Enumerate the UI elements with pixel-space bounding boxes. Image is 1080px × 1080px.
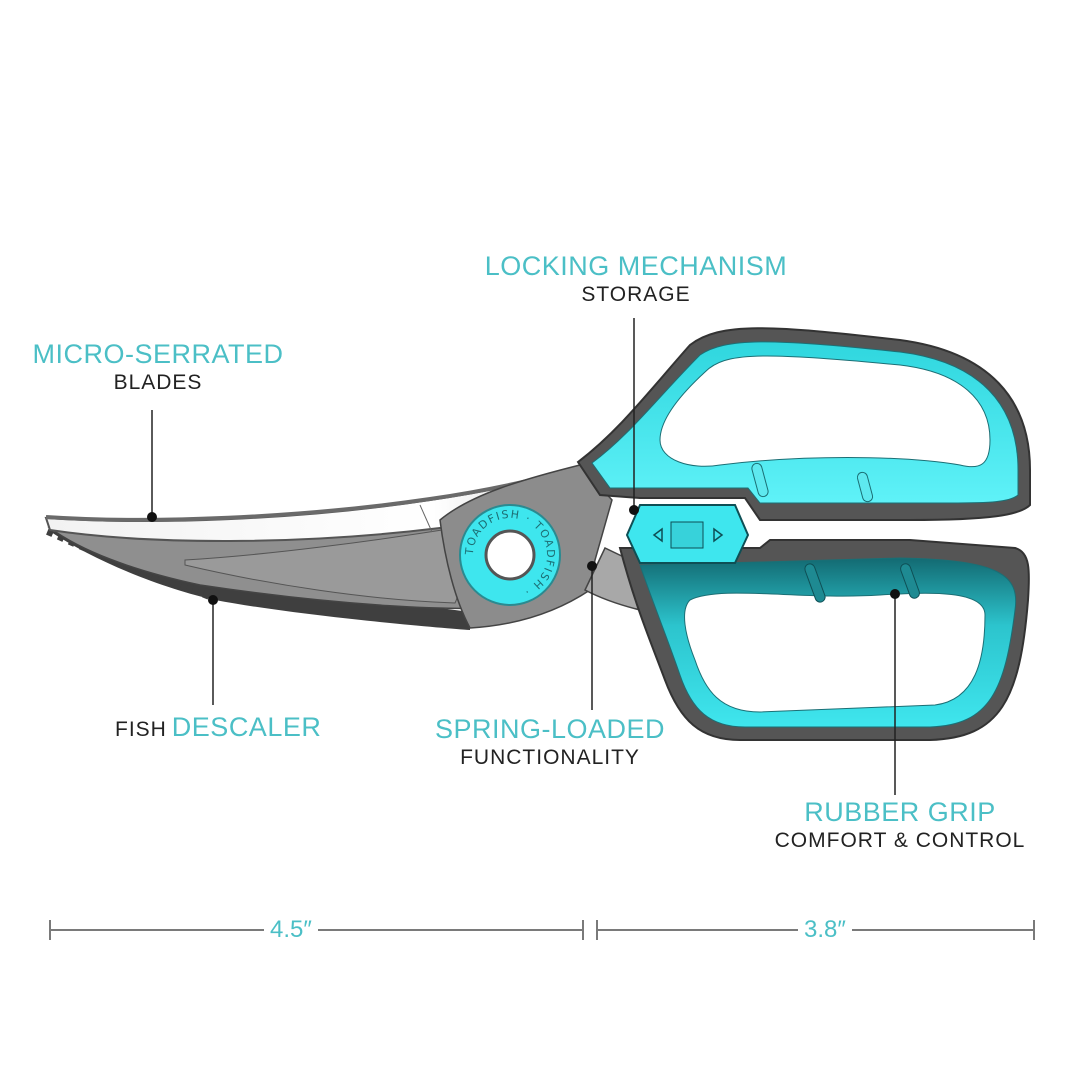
callout-title: MICRO-SERRATED: [32, 339, 284, 369]
callout-fish-descaler: FISH DESCALER: [115, 711, 335, 743]
dimension-lines: [49, 920, 1035, 940]
callout-rubber-grip: RUBBER GRIP COMFORT & CONTROL: [765, 796, 1035, 854]
callout-title: DESCALER: [171, 712, 322, 742]
callout-title: SPRING-LOADED: [434, 714, 666, 744]
callout-subtitle: BLADES: [113, 371, 203, 394]
callout-title: RUBBER GRIP: [804, 797, 996, 827]
upper-handle: [576, 327, 1031, 521]
callout-subtitle: FUNCTIONALITY: [460, 746, 640, 769]
lower-handle: [618, 539, 1030, 741]
handle-length-label: 3.8″: [798, 916, 852, 944]
callout-locking-mechanism: LOCKING MECHANISM STORAGE: [480, 250, 792, 308]
blade-length-label: 4.5″: [264, 916, 318, 944]
callout-title: LOCKING MECHANISM: [484, 251, 788, 281]
callout-prefix: FISH: [115, 718, 167, 741]
lock-button: [625, 504, 750, 564]
callout-subtitle: COMFORT & CONTROL: [774, 829, 1026, 852]
descaler-blade: [46, 509, 561, 630]
callout-spring-loaded: SPRING-LOADED FUNCTIONALITY: [430, 713, 670, 771]
callout-subtitle: STORAGE: [581, 283, 691, 306]
callout-leaders: [147, 318, 900, 795]
callout-micro-serrated: MICRO-SERRATED BLADES: [30, 338, 286, 396]
pivot-badge: TOADFISH · TOADFISH ·: [459, 504, 561, 606]
